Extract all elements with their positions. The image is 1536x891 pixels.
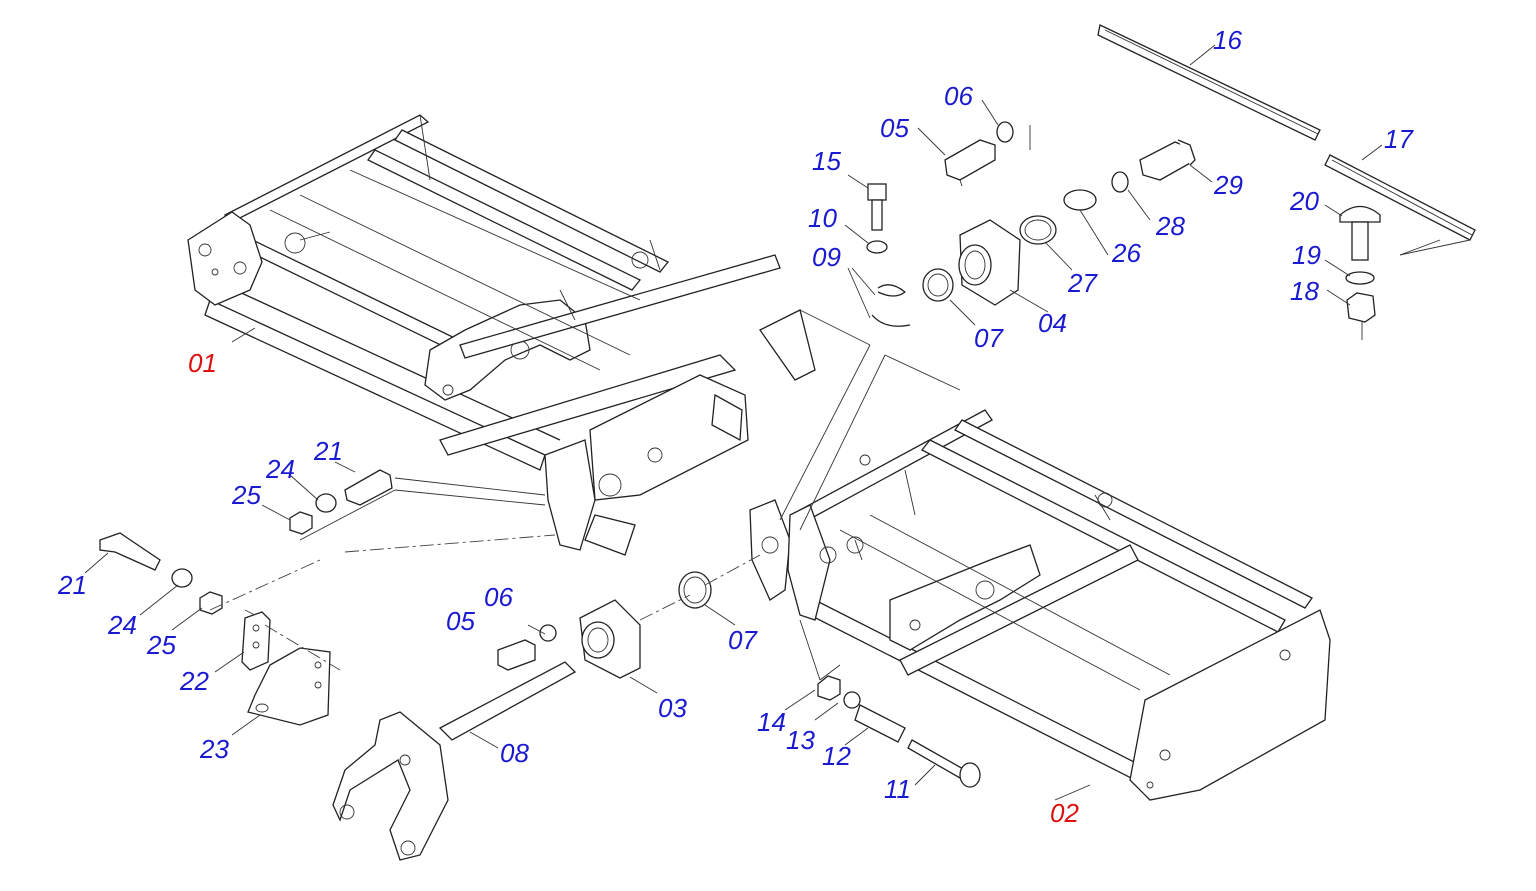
callout-04: 04 <box>1038 308 1067 338</box>
callout-02: 02 <box>1050 798 1079 828</box>
callout-10: 10 <box>808 203 837 233</box>
callout-14: 14 <box>757 707 786 737</box>
frame-01-drawing <box>187 114 816 556</box>
callout-27: 27 <box>1068 268 1097 298</box>
callout-06-lower: 06 <box>484 582 513 612</box>
callout-25-lower: 25 <box>147 630 176 660</box>
shaft-08-drawing <box>332 661 577 861</box>
callout-13: 13 <box>786 725 815 755</box>
callout-20: 20 <box>1290 186 1319 216</box>
bearing-03-drawing <box>497 571 712 679</box>
callout-29: 29 <box>1214 170 1243 200</box>
callout-22: 22 <box>180 666 209 696</box>
callout-15: 15 <box>812 146 841 176</box>
callout-24-upper: 24 <box>266 454 295 484</box>
callout-17: 17 <box>1384 124 1413 154</box>
brackets-22-23-drawing <box>241 611 331 726</box>
callout-05-upper: 05 <box>880 113 909 143</box>
callout-18: 18 <box>1290 276 1319 306</box>
fasteners-21-25-drawing <box>99 469 393 615</box>
callout-23: 23 <box>200 734 229 764</box>
fasteners-09-15-drawing <box>866 183 911 327</box>
callout-28: 28 <box>1156 211 1185 241</box>
fasteners-18-20-drawing <box>1339 205 1381 340</box>
callout-09: 09 <box>812 242 841 272</box>
leader-lines <box>84 44 1383 801</box>
callout-08: 08 <box>500 738 529 768</box>
callout-12: 12 <box>822 741 851 771</box>
fasteners-26-29-drawing <box>1019 139 1196 245</box>
callout-16: 16 <box>1213 25 1242 55</box>
callout-24-lower: 24 <box>108 610 137 640</box>
callout-19: 19 <box>1292 240 1321 270</box>
frame-02-drawing <box>749 409 1331 801</box>
callout-21-upper: 21 <box>314 436 343 466</box>
callout-21-lower: 21 <box>58 570 87 600</box>
callout-25-upper: 25 <box>232 480 261 510</box>
callout-26: 26 <box>1112 238 1141 268</box>
bearing-04-drawing <box>922 121 1031 306</box>
callout-05-lower: 05 <box>446 606 475 636</box>
callout-03: 03 <box>658 693 687 723</box>
callout-06-upper: 06 <box>944 81 973 111</box>
callout-01: 01 <box>188 348 217 378</box>
callout-07-lower: 07 <box>728 625 757 655</box>
strip-16-17-drawing <box>1097 24 1476 256</box>
pin-11-14-drawing <box>817 675 981 788</box>
callout-07-upper: 07 <box>974 323 1003 353</box>
callout-11: 11 <box>884 774 911 804</box>
